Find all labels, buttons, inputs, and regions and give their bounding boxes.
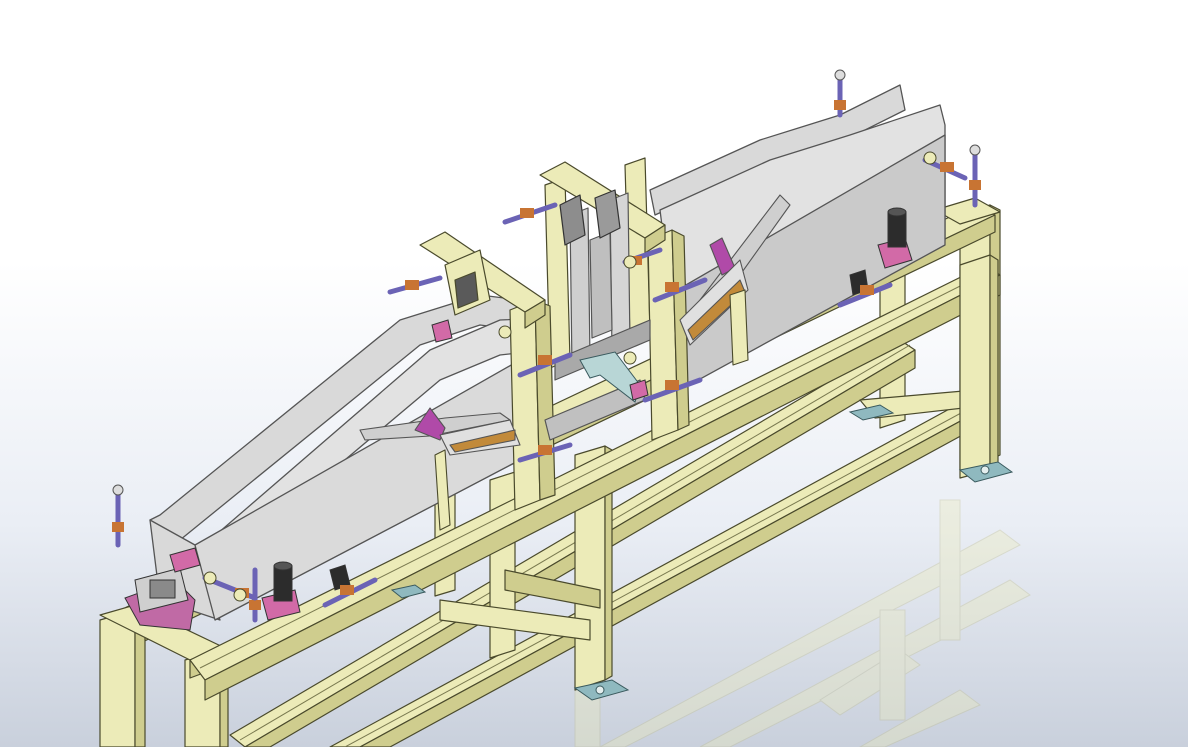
clamp-top-left[interactable] <box>559 194 586 246</box>
flip-arm-left-cup[interactable] <box>414 407 446 441</box>
ejector-blade[interactable] <box>579 351 641 403</box>
frame-leg-front-right[interactable] <box>959 254 991 479</box>
guide-knobs[interactable] <box>203 151 937 602</box>
leveling-feet[interactable] <box>390 404 1014 701</box>
clamp-top-right[interactable] <box>594 189 621 239</box>
foot-back-right[interactable] <box>848 404 895 421</box>
frame-leg-front-left[interactable] <box>99 609 136 747</box>
pink-mount-gantry[interactable] <box>629 379 649 401</box>
cylinder-right[interactable] <box>887 211 907 248</box>
knob-5[interactable] <box>623 351 637 365</box>
knob-6[interactable] <box>233 588 247 602</box>
knob-2[interactable] <box>623 255 637 269</box>
end-mount-left-bearing[interactable] <box>149 579 176 599</box>
knob-3[interactable] <box>203 571 217 585</box>
cylinder-left[interactable] <box>273 565 293 602</box>
knob-1[interactable] <box>498 325 512 339</box>
foot-center[interactable] <box>390 584 427 599</box>
pink-mount-upper[interactable] <box>431 319 453 343</box>
knob-4[interactable] <box>923 151 937 165</box>
bolt-horizontal-5[interactable] <box>652 277 708 303</box>
end-mounts[interactable] <box>124 207 913 631</box>
flip-arms[interactable] <box>359 194 791 531</box>
pink-mount-left[interactable] <box>169 547 201 573</box>
